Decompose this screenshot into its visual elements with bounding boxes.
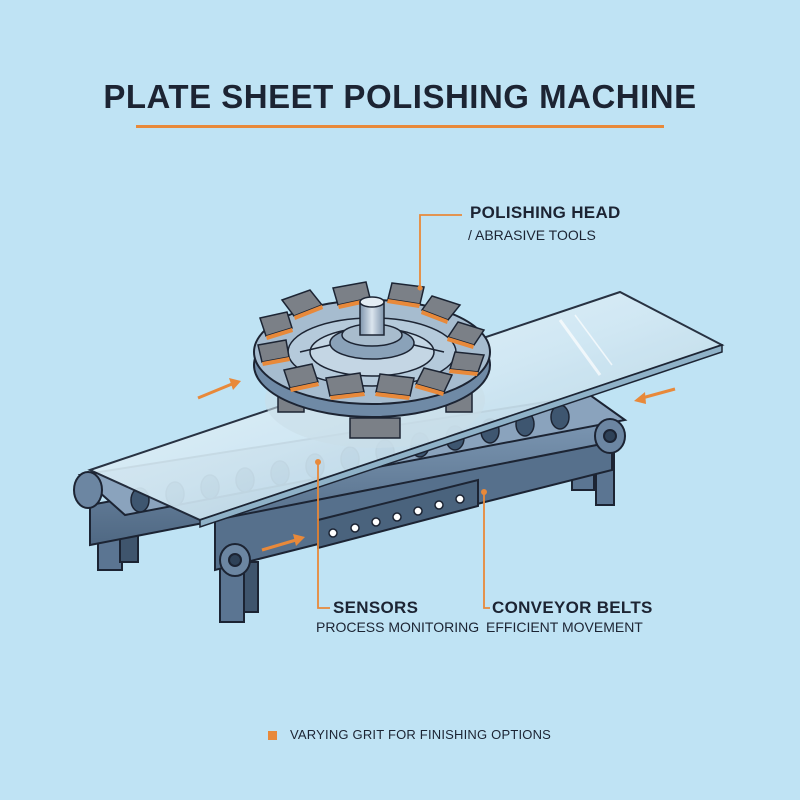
footnote-bullet xyxy=(268,731,277,740)
polishing-head-sublabel: / ABRASIVE TOOLS xyxy=(468,227,596,243)
conveyor-belts-label: CONVEYOR BELTS xyxy=(492,598,653,617)
sensors-label: SENSORS xyxy=(333,598,419,617)
title-underline xyxy=(136,125,664,128)
leader-lines xyxy=(315,214,490,609)
polishing-head-label: POLISHING HEAD xyxy=(470,203,621,222)
polishing-head xyxy=(253,281,491,439)
sensor-panel xyxy=(317,478,479,550)
end-rollers xyxy=(73,418,626,577)
abrasive-pads xyxy=(257,281,486,400)
direction-arrows xyxy=(197,378,676,552)
footnote: VARYING GRIT FOR FINISHING OPTIONS xyxy=(290,727,552,742)
diagram-title: PLATE SHEET POLISHING MACHINE xyxy=(103,78,697,115)
sensors-sublabel: PROCESS MONITORING xyxy=(316,619,480,635)
conveyor-belts-sublabel: EFFICIENT MOVEMENT xyxy=(486,619,643,635)
